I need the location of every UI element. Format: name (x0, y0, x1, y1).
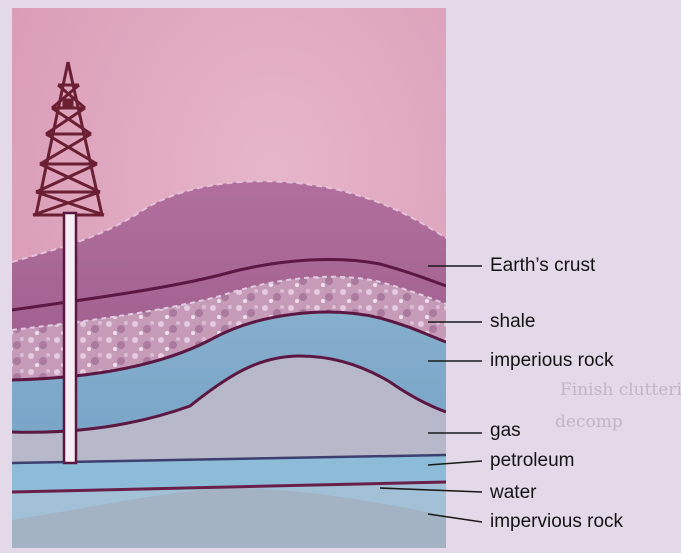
label-impervious-rock: impervious rock (490, 512, 623, 531)
background-text-fragment-2: decomp (555, 414, 623, 431)
label-imperious-rock: imperious rock (490, 351, 614, 370)
label-water: water (490, 483, 536, 502)
label-earths-crust: Earth’s crust (490, 256, 595, 275)
label-gas: gas (490, 421, 521, 440)
label-petroleum: petroleum (490, 451, 575, 470)
drill-pipe-icon (64, 213, 76, 463)
label-shale: shale (490, 312, 535, 331)
background-text-fragment-1: Finish cluttering (560, 382, 681, 399)
